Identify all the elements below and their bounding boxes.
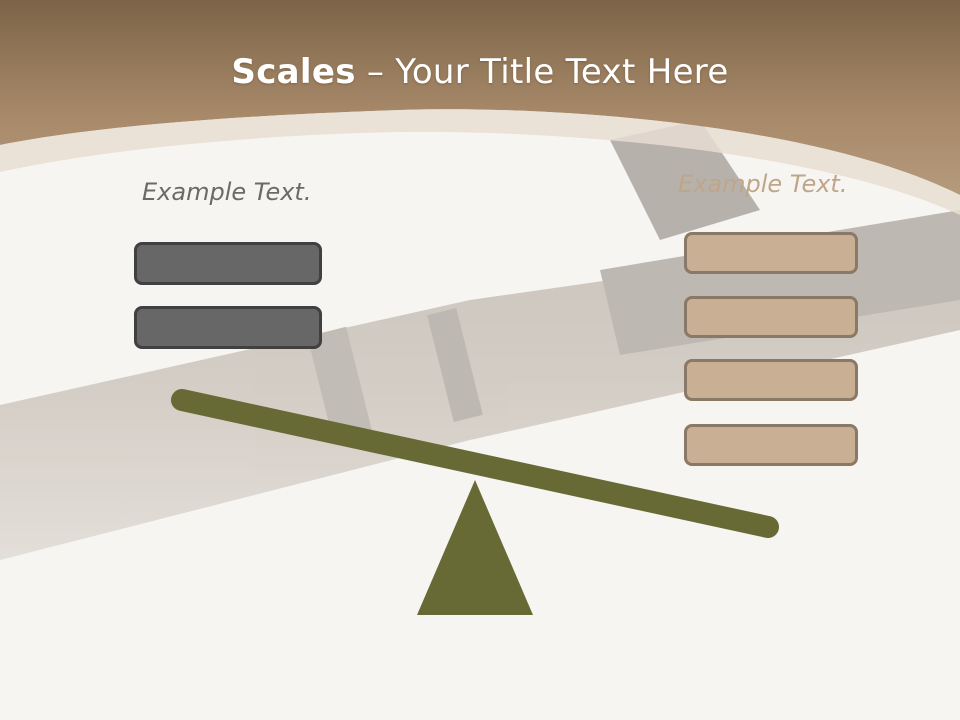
left-box-2 xyxy=(134,306,322,349)
title-rest: – Your Title Text Here xyxy=(355,52,729,92)
left-label: Example Text. xyxy=(142,178,312,206)
right-box-1 xyxy=(684,232,858,274)
right-box-4 xyxy=(684,424,858,466)
right-box-2 xyxy=(684,296,858,338)
scale-fulcrum xyxy=(417,480,533,615)
right-box-3 xyxy=(684,359,858,401)
slide-title: Scales – Your Title Text Here xyxy=(0,52,960,92)
header-arc xyxy=(0,109,960,215)
header-band xyxy=(0,0,960,195)
left-box-1 xyxy=(134,242,322,285)
title-bold: Scales xyxy=(231,52,356,92)
scale-beam xyxy=(171,389,779,538)
right-label: Example Text. xyxy=(678,170,848,198)
